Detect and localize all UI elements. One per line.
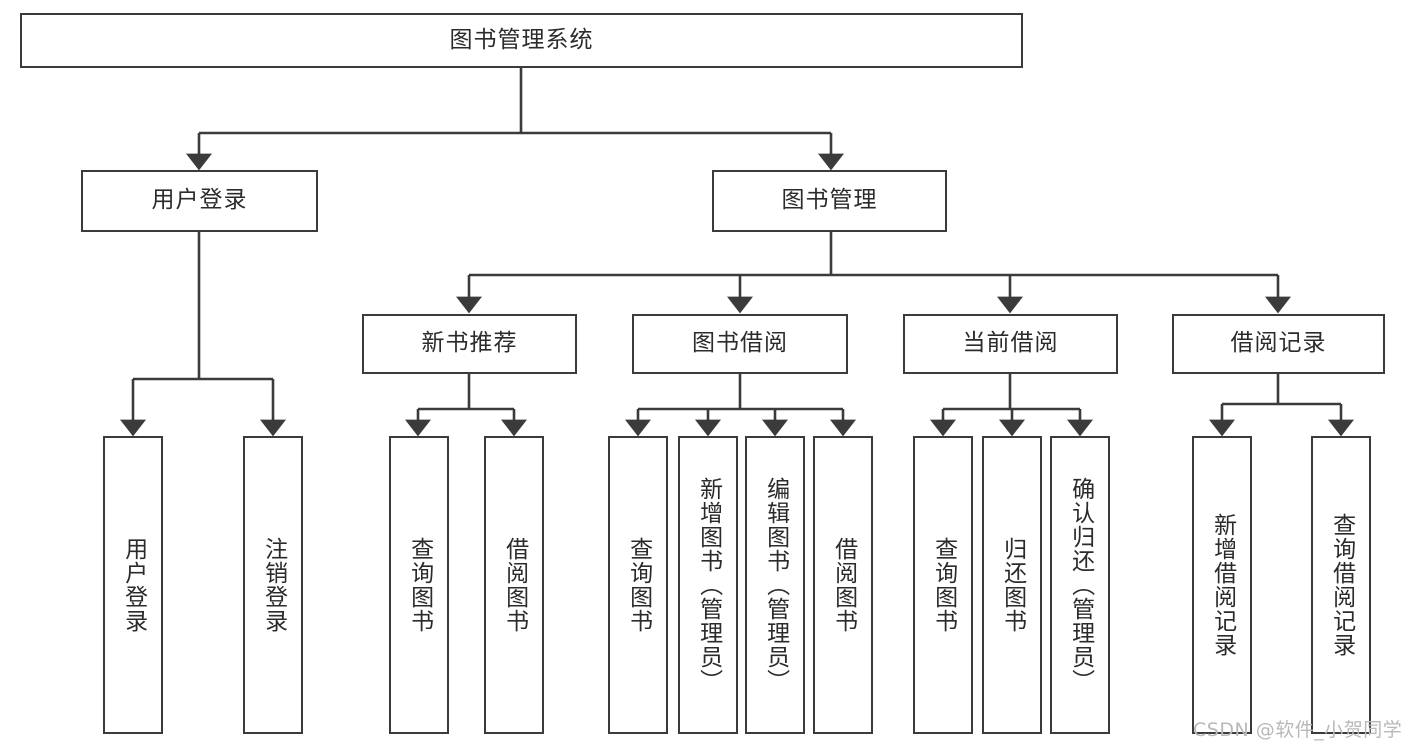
csdn-watermark: CSDN @软件_小贺同学 xyxy=(1193,719,1403,741)
node-label: 查询借阅记录 xyxy=(1328,513,1355,657)
leaf-current-borrow-query-book[interactable]: 查询图书 xyxy=(913,436,973,734)
node-label: 图书管理 xyxy=(781,187,878,214)
node-label: 编辑图书（管理员） xyxy=(762,477,789,693)
node-label: 新书推荐 xyxy=(421,330,518,357)
node-new-book-recommend[interactable]: 新书推荐 xyxy=(362,314,577,374)
node-label: 借阅图书 xyxy=(830,537,857,633)
node-user-login[interactable]: 用户登录 xyxy=(81,170,318,232)
node-root-system[interactable]: 图书管理系统 xyxy=(20,13,1023,68)
node-label: 新增图书（管理员） xyxy=(695,477,722,693)
node-label: 借阅图书 xyxy=(501,537,528,633)
node-label: 用户登录 xyxy=(151,187,248,214)
leaf-new-book-query-book[interactable]: 查询图书 xyxy=(389,436,449,734)
node-label: 注销登录 xyxy=(260,537,287,633)
node-label: 查询图书 xyxy=(930,537,957,633)
node-label: 查询图书 xyxy=(625,537,652,633)
node-label: 新增借阅记录 xyxy=(1209,513,1236,657)
node-borrow-record[interactable]: 借阅记录 xyxy=(1172,314,1385,374)
node-label: 图书管理系统 xyxy=(449,26,594,53)
node-label: 查询图书 xyxy=(406,537,433,633)
node-label: 借阅记录 xyxy=(1230,330,1327,357)
leaf-new-book-borrow-book[interactable]: 借阅图书 xyxy=(484,436,544,734)
node-label: 当前借阅 xyxy=(962,330,1059,357)
node-label: 确认归还（管理员） xyxy=(1067,477,1094,693)
leaf-book-borrow-borrow-book[interactable]: 借阅图书 xyxy=(813,436,873,734)
node-book-management[interactable]: 图书管理 xyxy=(712,170,947,232)
node-label: 图书借阅 xyxy=(692,330,788,357)
leaf-current-borrow-return-book[interactable]: 归还图书 xyxy=(982,436,1042,734)
leaf-user-login-login[interactable]: 用户登录 xyxy=(103,436,163,734)
leaf-book-borrow-add-book[interactable]: 新增图书（管理员） xyxy=(678,436,738,734)
leaf-book-borrow-edit-book[interactable]: 编辑图书（管理员） xyxy=(745,436,805,734)
node-current-borrow[interactable]: 当前借阅 xyxy=(903,314,1118,374)
node-book-borrow[interactable]: 图书借阅 xyxy=(632,314,848,374)
leaf-book-borrow-query-book[interactable]: 查询图书 xyxy=(608,436,668,734)
node-label: 用户登录 xyxy=(120,537,147,633)
leaf-current-borrow-confirm-return[interactable]: 确认归还（管理员） xyxy=(1050,436,1110,734)
leaf-borrow-record-query-record[interactable]: 查询借阅记录 xyxy=(1311,436,1371,734)
leaf-user-login-logout[interactable]: 注销登录 xyxy=(243,436,303,734)
node-label: 归还图书 xyxy=(999,537,1026,633)
leaf-borrow-record-add-record[interactable]: 新增借阅记录 xyxy=(1192,436,1252,734)
